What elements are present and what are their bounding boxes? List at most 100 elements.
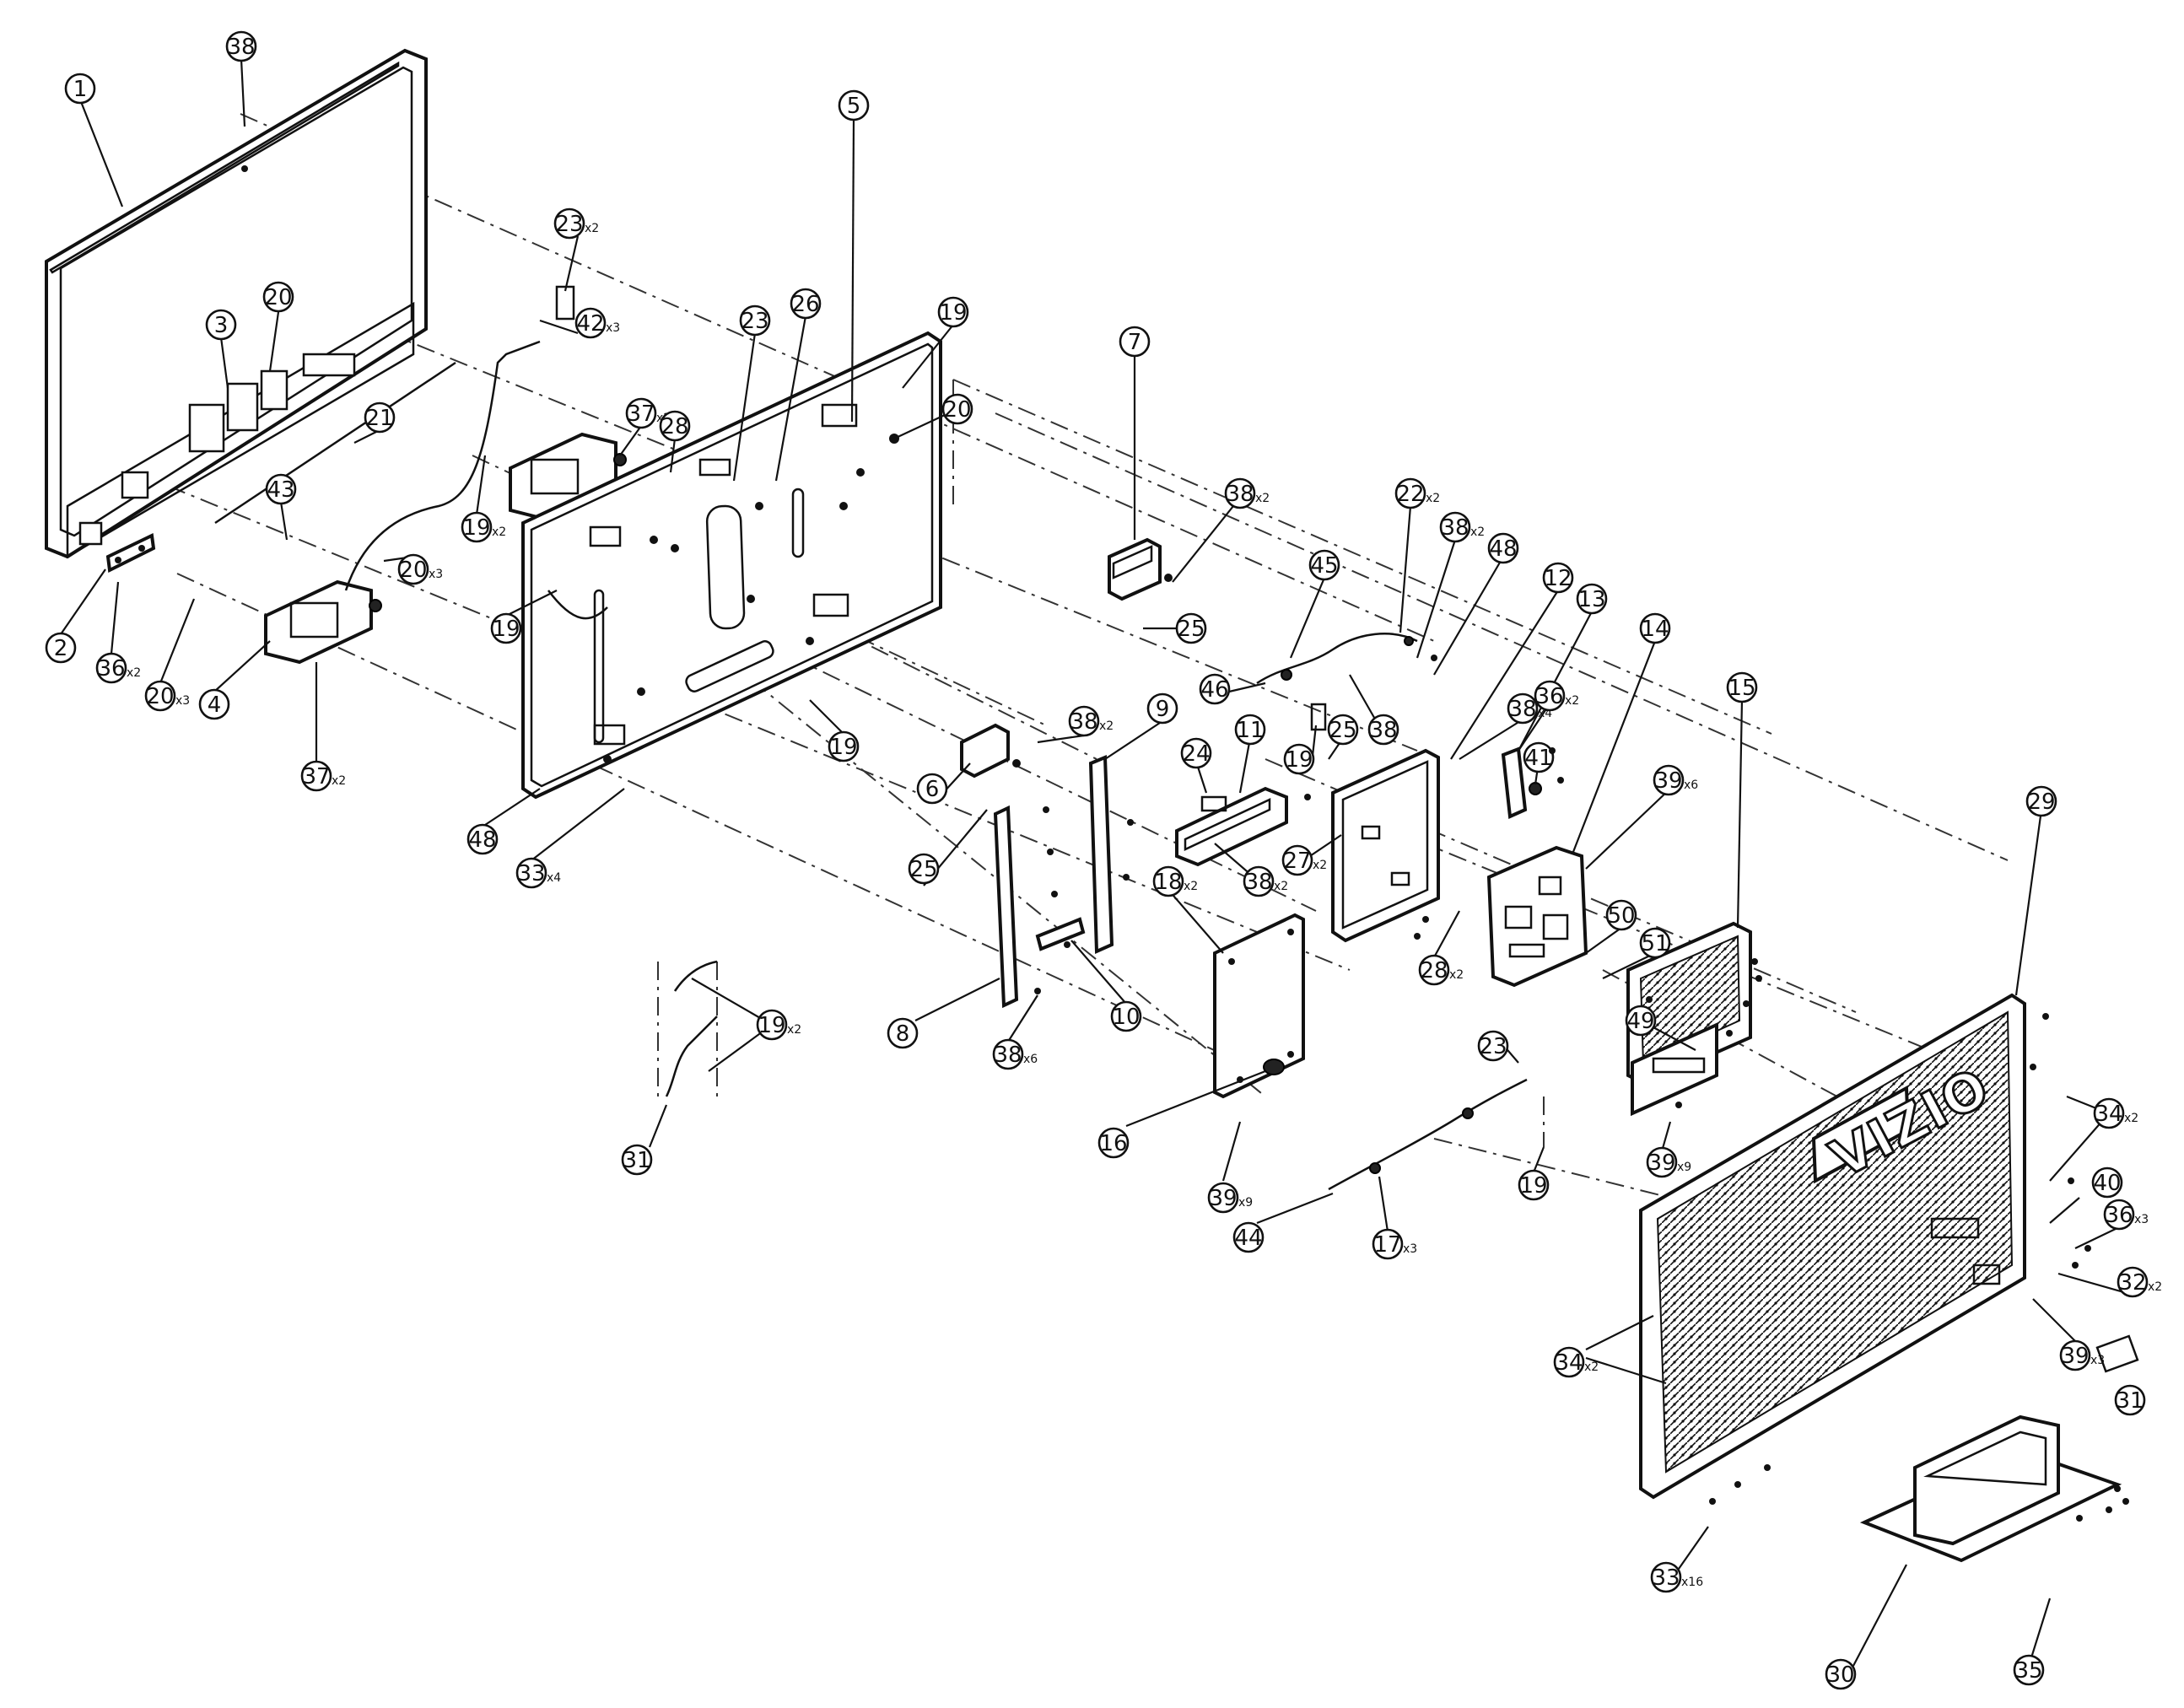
callout-2: 2 (45, 632, 77, 664)
callout-9: 9 (1146, 692, 1178, 725)
callout-1: 1 (64, 73, 96, 105)
callout-bubble (397, 553, 429, 585)
callout-41: 41 (1523, 741, 1555, 773)
callout-number: 42 (576, 311, 604, 337)
callout-quantity: x2 (2124, 1112, 2138, 1125)
callout-number: 23 (741, 309, 768, 334)
callout-bubble (1653, 764, 1685, 796)
callout-quantity: x2 (1313, 859, 1327, 872)
callout-quantity: x2 (1274, 880, 1288, 893)
board-frame-part (1331, 748, 1440, 943)
callout-bubble (1477, 1030, 1509, 1062)
callout-bubble (756, 1009, 788, 1041)
callout-number: 38 (227, 35, 255, 60)
callout-bubble (838, 89, 870, 121)
callout-19: 19 (1283, 743, 1315, 775)
front-bezel-part (45, 48, 428, 559)
callout-bubble (1175, 612, 1207, 644)
callout-bubble (1825, 1658, 1857, 1690)
callout-bubble (625, 397, 657, 429)
callout-bubble (1553, 1346, 1585, 1378)
callout-number: 14 (1641, 617, 1669, 642)
callout-bubble (937, 296, 969, 328)
callout-bubble (916, 773, 948, 805)
callout-bubbles: 13823x232042x337x2214319x220x3236x220x34… (45, 30, 2162, 1690)
callout-bubble (1146, 692, 1178, 725)
callout-quantity: x2 (332, 774, 346, 788)
callout-quantity: x2 (1584, 1360, 1599, 1374)
callout-quantity: x2 (1426, 492, 1440, 505)
callout-number: 36 (1535, 684, 1563, 709)
callout-quantity: x2 (585, 222, 599, 235)
main-board-part (1486, 845, 1588, 988)
callout-number: 49 (1626, 1009, 1654, 1034)
callout-quantity: x3 (606, 321, 620, 335)
callout-29: 29 (2025, 785, 2057, 817)
callout-number: 31 (2116, 1388, 2144, 1414)
callout-26: 26 (790, 288, 822, 320)
callout-number: 23 (1479, 1034, 1507, 1059)
callout-number: 27 (1283, 849, 1311, 874)
callout-35: 35 (2013, 1654, 2045, 1686)
callout-number: 41 (1524, 746, 1552, 771)
callout-bubble (1110, 1000, 1142, 1032)
callout-bubble (1394, 477, 1426, 509)
callout-38: 38 (225, 30, 257, 62)
callout-46: 46 (1199, 673, 1231, 705)
callout-number: 30 (1826, 1662, 1854, 1688)
callout-12: 12 (1542, 562, 1574, 594)
callout-bubble (205, 309, 237, 341)
callout-quantity: x3 (2134, 1213, 2149, 1226)
callout-13: 13 (1576, 583, 1608, 615)
callout-bubble (2013, 1654, 2045, 1686)
callout-23: 23 (1477, 1030, 1509, 1062)
callout-bubble (941, 393, 973, 425)
callout-number: 19 (1285, 747, 1313, 773)
callout-bubble (1418, 954, 1450, 986)
callout-43: 43 (265, 473, 297, 505)
callout-number: 33 (1652, 1565, 1680, 1591)
callout-bubble (739, 304, 771, 337)
callout-quantity: x3 (429, 568, 443, 581)
callout-number: 10 (1112, 1005, 1140, 1030)
rail-part-8 (993, 805, 1019, 1009)
callout-bubble (1639, 612, 1671, 644)
callout-number: 39 (1654, 768, 1682, 794)
callout-bubble (2114, 1384, 2146, 1416)
callout-24: 24 (1180, 737, 1212, 769)
callout-bubble (2093, 1097, 2125, 1129)
callout-number: 21 (365, 406, 393, 431)
callout-number: 38 (994, 1043, 1022, 1068)
callout-bubble (1232, 1221, 1265, 1253)
callout-quantity: x3 (2090, 1354, 2105, 1367)
speaker-left-part (264, 579, 382, 665)
callout-48: 48 (1487, 532, 1519, 564)
callout-bubble (1207, 1182, 1239, 1214)
callout-bubble (461, 511, 493, 543)
callout-bubble (265, 473, 297, 505)
rear-shield-part (1626, 921, 1752, 1117)
callout-number: 25 (1177, 617, 1205, 642)
bracket-part-11 (1175, 786, 1288, 867)
callout-number: 19 (1519, 1173, 1547, 1199)
callout-number: 39 (1647, 1150, 1675, 1176)
callout-number: 35 (2014, 1658, 2042, 1684)
bracket-part-10 (1035, 917, 1086, 951)
callout-number: 6 (925, 777, 940, 802)
callout-quantity: x2 (492, 525, 506, 539)
stand-part (1859, 1414, 2122, 1563)
callout-quantity: x2 (1255, 492, 1270, 505)
